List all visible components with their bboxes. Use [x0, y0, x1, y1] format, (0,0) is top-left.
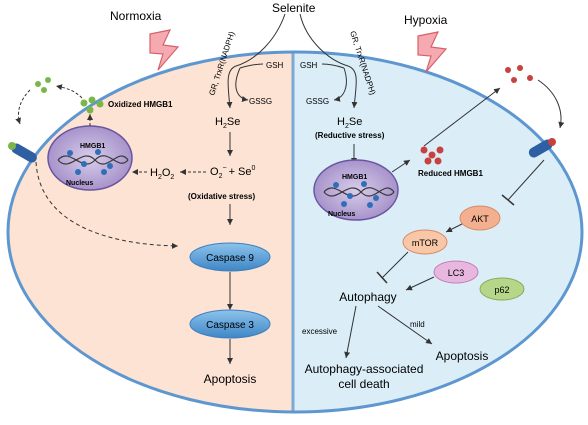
akt-to-mtor-arrow: [445, 223, 463, 233]
mtor-inhibit-line: [381, 251, 409, 279]
h2o2-label: H2O2: [150, 167, 174, 181]
right-nucleus: [313, 159, 399, 221]
left-hmgb1-label: HMGB1: [80, 143, 105, 150]
left-gssg-label: GSSG: [249, 97, 272, 106]
oxidized-hmgb1-dots: [80, 96, 104, 114]
death-label-line1: Autophagy-associated: [305, 362, 424, 376]
left-gsh-label: GSH: [266, 61, 284, 70]
right-gsh-label: GSH: [300, 61, 318, 70]
left-receptor-icon: [8, 142, 37, 163]
receptor-to-caspase9-arrow: [35, 161, 179, 249]
reduced-release-arrow: [423, 87, 501, 147]
left-nucleus-label: Nucleus: [66, 180, 93, 187]
mtor-label: mTOR: [412, 238, 439, 248]
caspase9-node: [189, 242, 271, 272]
left-apoptosis-label: Apoptosis: [204, 372, 257, 386]
right-gssg-label: GSSG: [306, 97, 329, 106]
oxidized-release-arrow: [55, 84, 83, 99]
reduced-hmgb1-dots: [420, 146, 444, 165]
red-rebind-arrow: [537, 79, 565, 129]
selenite-label: Selenite: [272, 1, 316, 15]
caspase9-label: Caspase 9: [206, 253, 254, 264]
right-h2se-label: H2Se: [337, 116, 362, 130]
mtor-node: [402, 229, 448, 255]
akt-node: [459, 205, 501, 231]
caspase3-node: [189, 309, 271, 339]
p62-label: p62: [494, 285, 509, 295]
akt-label: AKT: [471, 214, 489, 224]
cell-membrane: [6, 50, 584, 414]
left-h2se-label: H2Se: [215, 116, 240, 130]
nucleus-to-reduced-arrow: [391, 159, 411, 173]
receptor-inhibit-akt-bar: [501, 194, 515, 206]
oxidized-hmgb1-label: Oxidized HMGB1: [108, 100, 173, 109]
caspase3-label: Caspase 3: [206, 320, 254, 331]
autophagy-label: Autophagy: [339, 290, 396, 304]
right-nucleus-label: Nucleus: [328, 211, 355, 218]
lc3-to-autophagy-arrow: [405, 276, 435, 291]
normoxia-title: Normoxia: [110, 9, 162, 23]
right-selenite-path: [299, 13, 358, 109]
autophagy-to-death-arrow: [344, 305, 357, 359]
hypoxia-title: Hypoxia: [404, 13, 448, 27]
superoxide-label: O2−+ Se0: [210, 165, 256, 180]
left-selenite-path: [226, 13, 286, 109]
death-label-line2: cell death: [338, 377, 389, 391]
reduced-hmgb1-label: Reduced HMGB1: [418, 169, 483, 178]
extracellular-red-dots: [505, 65, 533, 83]
oxidative-stress-label: (Oxidative stress): [188, 192, 255, 201]
receptor-inhibit-akt-line: [507, 159, 545, 201]
mild-label: mild: [410, 320, 425, 329]
lc3-node: [433, 260, 479, 284]
rebind-arrow: [15, 89, 31, 125]
extracellular-green-dots: [35, 77, 51, 93]
excessive-label: excessive: [302, 327, 338, 336]
right-hmgb1-label: HMGB1: [342, 174, 367, 181]
reductive-stress-label: (Reductive stress): [315, 131, 385, 140]
right-apoptosis-label: Apoptosis: [436, 349, 489, 363]
lightning-right-icon: [417, 31, 448, 73]
autophagy-to-apoptosis-arrow: [377, 305, 433, 345]
mtor-inhibit-bar: [376, 271, 388, 284]
lc3-label: LC3: [448, 268, 465, 278]
p62-node: [479, 277, 525, 301]
right-receptor-icon: [528, 138, 556, 158]
lightning-left-icon: [149, 29, 180, 71]
